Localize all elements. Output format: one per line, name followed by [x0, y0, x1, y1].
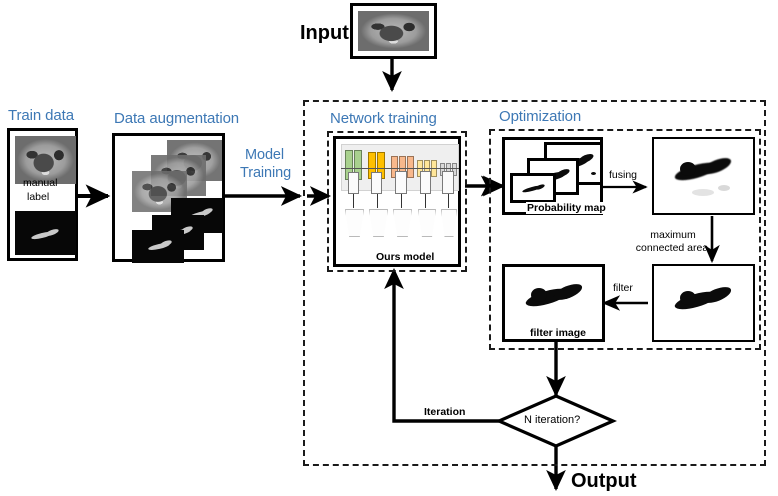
network-connector-4 — [425, 194, 427, 208]
manual-label-text-line2: label — [27, 191, 50, 203]
network-decoder-1 — [345, 209, 364, 237]
maximum-connected-area-line1: maximum — [650, 229, 696, 241]
optimization-frame — [489, 129, 761, 350]
iteration-label: Iteration — [424, 406, 466, 418]
manual-label-text-line1: manual — [23, 177, 58, 189]
filter-label: filter — [613, 282, 633, 294]
fused-result-box — [652, 137, 755, 215]
probability-map-box: Probability map — [502, 137, 607, 215]
network-decoder-2 — [369, 209, 388, 237]
probability-map-tile-1 — [510, 173, 556, 203]
network-decoder-5 — [441, 209, 457, 237]
filter-image-box: filter image — [502, 264, 605, 342]
network-training-frame — [327, 131, 467, 272]
train-label-mask — [15, 211, 76, 255]
fusing-label: fusing — [609, 169, 638, 181]
input-label: Input — [300, 22, 349, 44]
augmented-mask-1 — [132, 230, 184, 263]
ct-scan-image-icon — [358, 11, 429, 51]
output-label: Output — [571, 470, 637, 492]
network-connector-2 — [377, 194, 379, 208]
train-data-label: Train data — [8, 107, 74, 124]
network-connector-1 — [353, 194, 355, 208]
ours-model-caption: Ours model — [376, 251, 435, 263]
probability-map-caption: Probability map — [526, 202, 607, 214]
input-image-frame — [350, 3, 437, 59]
network-training-label: Network training — [330, 110, 437, 127]
network-connector-3 — [401, 194, 403, 208]
decision-label: N iteration? — [524, 414, 581, 426]
train-data-box — [7, 128, 78, 261]
data-augmentation-box — [112, 133, 225, 263]
connected-area-box — [652, 264, 755, 342]
train-ct-image — [15, 136, 76, 184]
filter-image-caption: filter image — [529, 327, 588, 339]
maximum-connected-area-line2: connected area — [635, 242, 709, 254]
model-training-label-line2: Training — [240, 165, 292, 181]
network-connector-5 — [448, 194, 450, 208]
data-augmentation-label: Data augmentation — [114, 110, 240, 127]
network-decoder-4 — [418, 209, 436, 237]
network-decoder-3 — [393, 209, 412, 237]
ours-model-box: Ours model — [333, 136, 461, 267]
pipeline-outer-frame — [303, 100, 766, 466]
model-training-label-line1: Model — [245, 147, 284, 163]
network-skip-line — [341, 168, 459, 170]
optimization-label: Optimization — [499, 108, 582, 125]
